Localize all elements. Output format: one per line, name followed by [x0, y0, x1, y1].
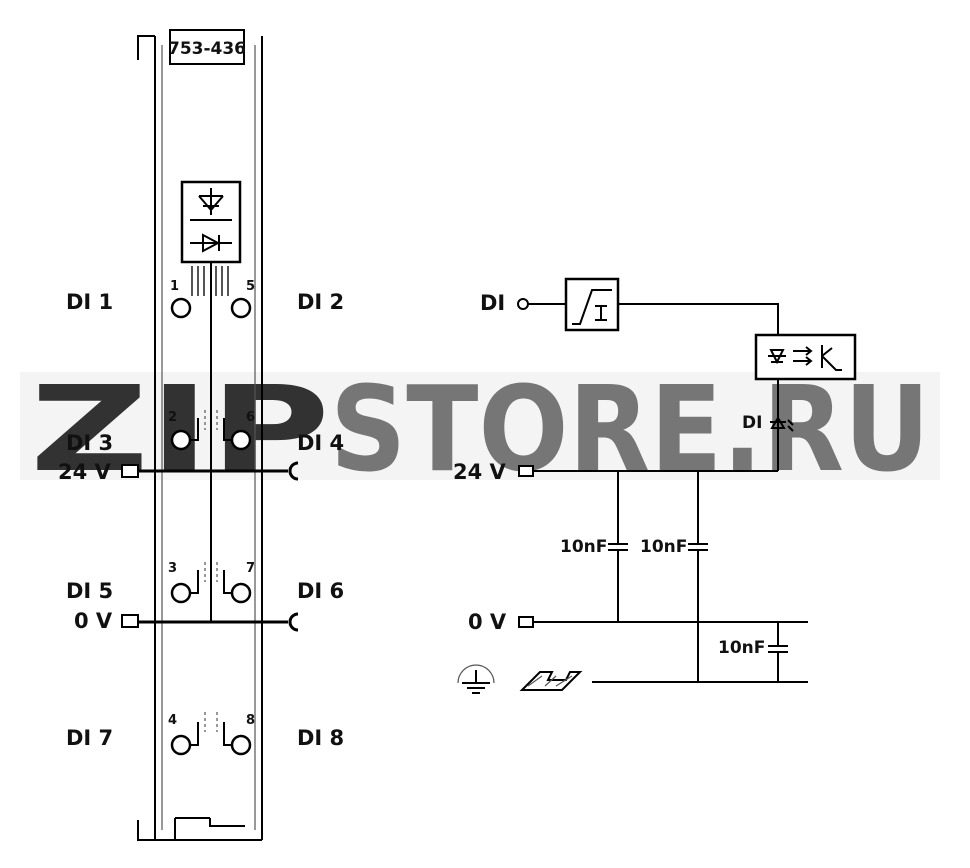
terminal-number: 4: [168, 713, 177, 728]
terminal-1: [170, 297, 192, 319]
led-icon: [770, 416, 794, 432]
watermark-zip: ZIP: [30, 360, 330, 498]
cap-label-3: 10nF: [718, 638, 765, 658]
filter-icon: [564, 277, 620, 332]
schematic-di-input: DI: [480, 291, 505, 315]
label-di3: DI 3: [66, 431, 113, 455]
terminal-number: 2: [168, 410, 177, 425]
terminal-2: [170, 429, 192, 451]
label-di6: DI 6: [297, 579, 344, 603]
part-number: 753-436: [168, 39, 246, 59]
terminal-number: 5: [246, 279, 255, 294]
watermark-band: [20, 372, 940, 480]
schematic-0v: 0 V: [468, 610, 507, 634]
label-di1: DI 1: [66, 290, 113, 314]
label-di4: DI 4: [297, 431, 344, 455]
module-outline: [137, 35, 263, 841]
input-schematic: DI DI 24 V 10nF 10nF 0 V 10nF: [453, 277, 857, 694]
watermark-store: STORE.RU: [330, 360, 930, 498]
terminal-7: [230, 582, 252, 604]
schematic-di-led: DI: [742, 413, 762, 433]
watermark: ZIP STORE.RU: [20, 360, 940, 498]
terminal-number: 3: [168, 561, 177, 576]
terminal-6: [230, 429, 252, 451]
label-0v-left: 0 V: [74, 609, 113, 633]
terminals: [170, 297, 252, 756]
terminal-4: [170, 734, 192, 756]
terminal-numbers: 1 5 2 6 3 7 4 8: [168, 279, 255, 728]
ground-icon: [457, 664, 495, 694]
label-di7: DI 7: [66, 726, 113, 750]
terminal-3: [170, 582, 192, 604]
led-block: [180, 180, 242, 296]
schematic-24v: 24 V: [453, 460, 507, 484]
label-24v-left: 24 V: [58, 460, 112, 484]
cap-label-1: 10nF: [560, 537, 607, 557]
left-labels: DI 1 DI 2 DI 3 DI 4 24 V DI 5 DI 6 0 V D…: [58, 290, 344, 750]
label-di5: DI 5: [66, 579, 113, 603]
label-di2: DI 2: [297, 290, 344, 314]
terminal-number: 8: [246, 713, 255, 728]
cap-label-2: 10nF: [640, 537, 687, 557]
terminal-8: [230, 734, 252, 756]
part-number-box: 753-436: [168, 29, 246, 65]
din-rail-icon: [519, 671, 583, 691]
terminal-number: 7: [246, 561, 255, 576]
label-di8: DI 8: [297, 726, 344, 750]
input-terminal-icon: [517, 298, 529, 310]
terminal-5: [230, 297, 252, 319]
power-rails: [121, 461, 299, 632]
optocoupler-icon: [754, 333, 857, 381]
terminal-number: 6: [246, 410, 255, 425]
terminal-number: 1: [170, 279, 179, 294]
